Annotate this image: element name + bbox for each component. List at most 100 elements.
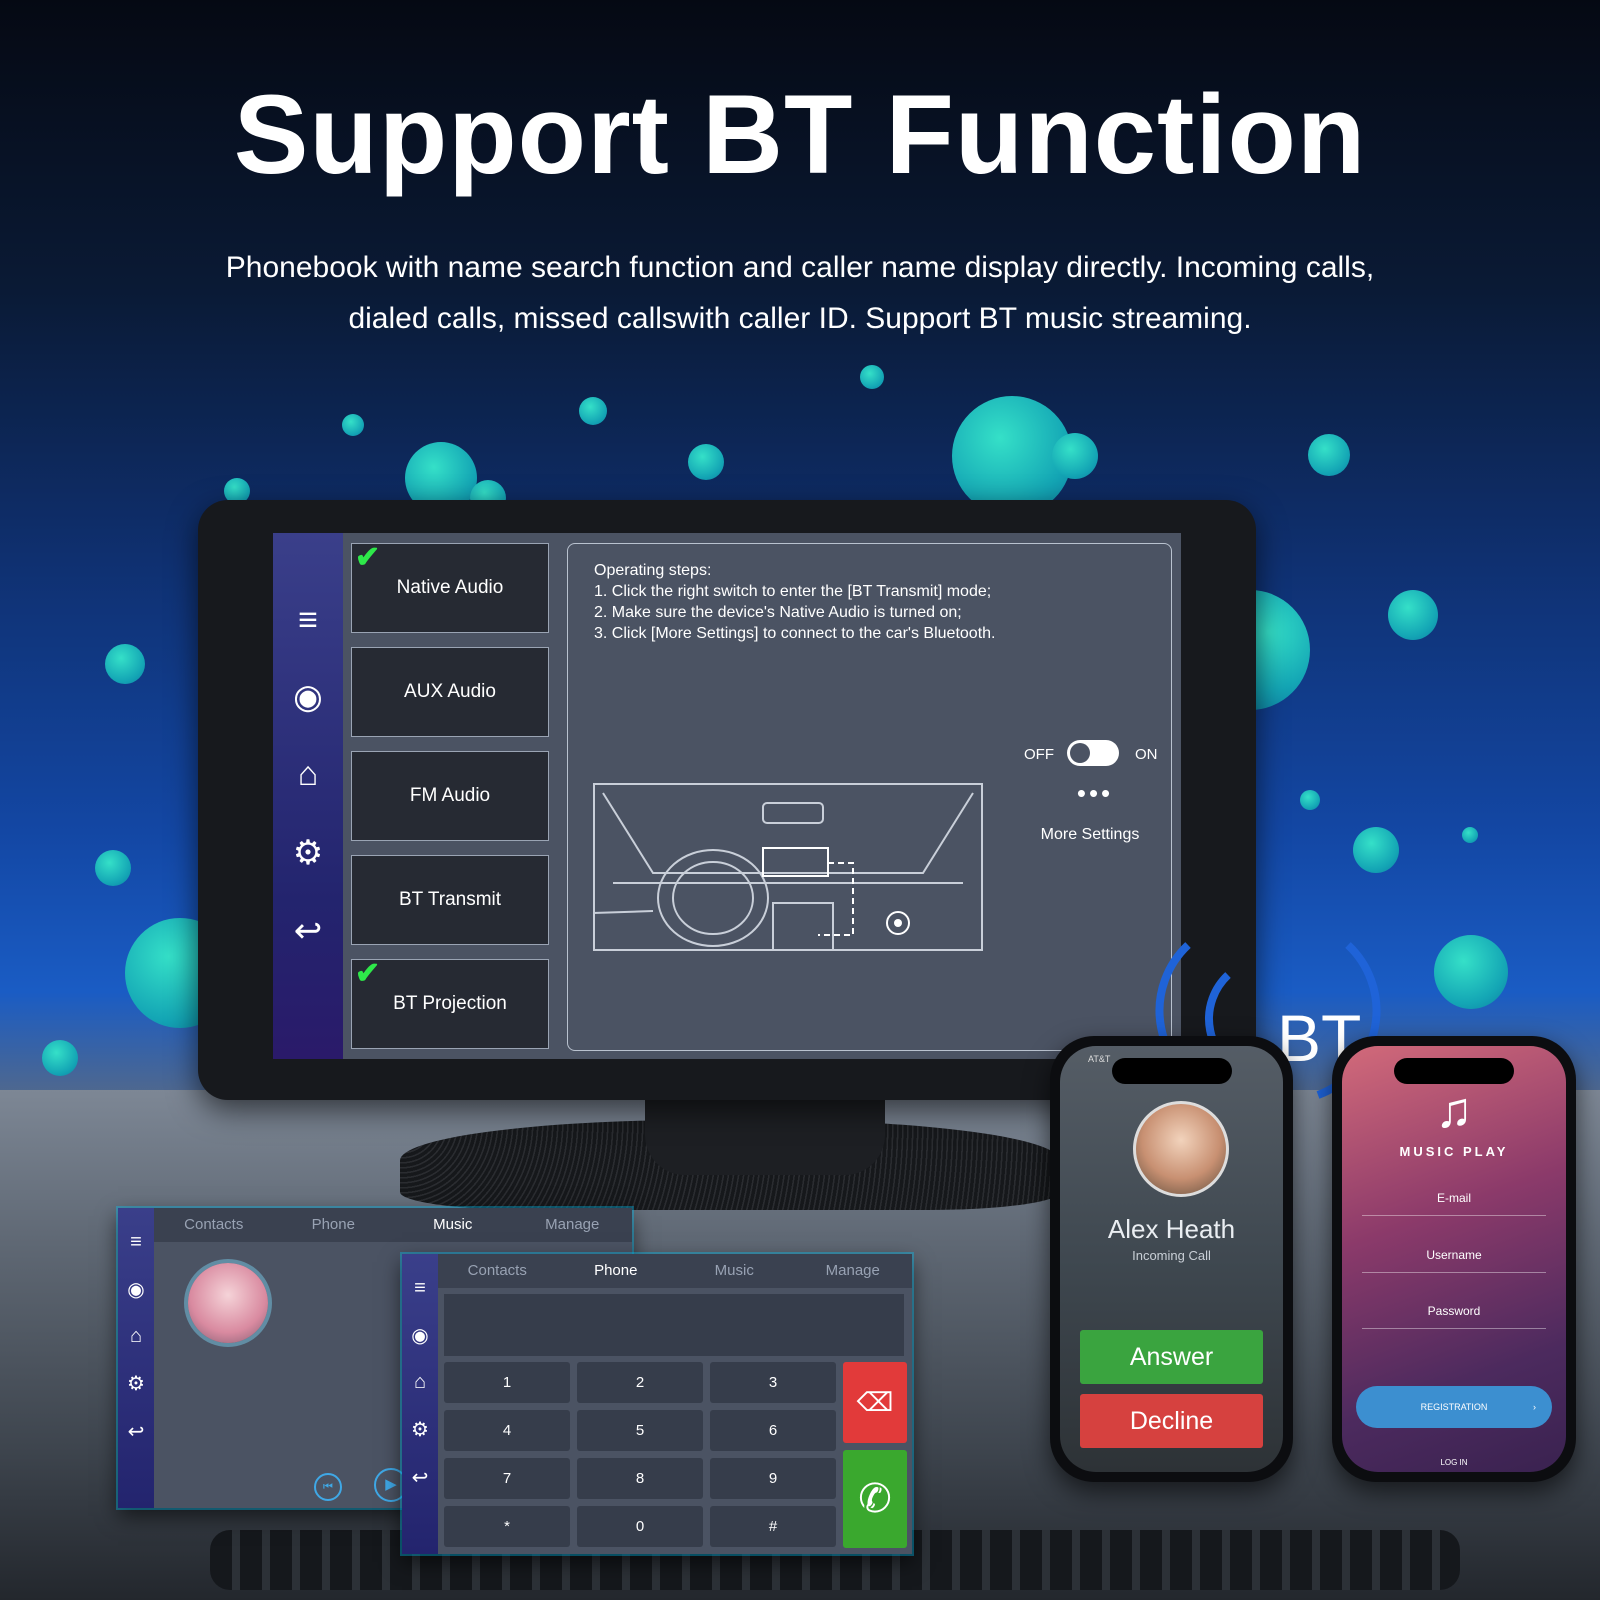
device-neck — [645, 1100, 885, 1175]
menu-icon[interactable]: ≡ — [298, 601, 318, 639]
call-phone: AT&T Alex Heath Incoming Call Answer Dec… — [1050, 1036, 1293, 1482]
car-interior-diagram — [593, 783, 983, 951]
dial-key[interactable]: 3 — [710, 1362, 836, 1403]
dial-key[interactable]: 8 — [577, 1458, 703, 1499]
answer-button[interactable]: Answer — [1080, 1330, 1263, 1384]
password-field[interactable]: Password — [1362, 1304, 1546, 1329]
audio-option-label: Native Audio — [396, 577, 504, 598]
call-button[interactable]: ✆ — [843, 1450, 907, 1548]
subtitle: Phonebook with name search function and … — [150, 242, 1450, 344]
home-icon[interactable]: ⌂ — [129, 1325, 143, 1347]
audio-option-bt-transmit[interactable]: BT Transmit — [351, 855, 549, 945]
camera-icon[interactable]: ◉ — [411, 1325, 429, 1347]
dial-key[interactable]: 7 — [444, 1458, 570, 1499]
gear-icon[interactable]: ⚙ — [411, 1419, 429, 1441]
dial-key[interactable]: 1 — [444, 1362, 570, 1403]
arrow-right-icon: › — [1533, 1402, 1536, 1412]
camera-icon[interactable]: ◉ — [293, 678, 323, 716]
info-panel — [567, 543, 1172, 1051]
music-panel-sidebar: ≡ ◉ ⌂ ⚙ ↩ — [118, 1208, 154, 1508]
username-field[interactable]: Username — [1362, 1248, 1546, 1273]
audio-option-aux[interactable]: AUX Audio — [351, 647, 549, 737]
tab-phone[interactable]: Phone — [594, 1262, 638, 1279]
dial-key[interactable]: * — [444, 1506, 570, 1547]
dial-key[interactable]: 6 — [710, 1410, 836, 1451]
music-panel-tabs: Contacts Phone Music Manage — [154, 1208, 632, 1242]
tab-music[interactable]: Music — [433, 1216, 473, 1233]
dial-key[interactable]: 9 — [710, 1458, 836, 1499]
audio-option-label: BT Transmit — [398, 889, 502, 910]
check-icon: ✔ — [355, 541, 381, 574]
bubble — [224, 478, 250, 504]
email-field[interactable]: E-mail — [1362, 1191, 1546, 1216]
menu-icon[interactable]: ≡ — [414, 1277, 426, 1299]
camera-icon[interactable]: ◉ — [127, 1279, 145, 1301]
call-state: Incoming Call — [1132, 1248, 1211, 1263]
more-settings-button[interactable]: More Settings — [1040, 826, 1140, 843]
bubble — [342, 414, 364, 436]
music-play-title: MUSIC PLAY — [1399, 1144, 1509, 1159]
step-2: 2. Make sure the device's Native Audio i… — [594, 604, 962, 621]
home-icon[interactable]: ⌂ — [413, 1371, 427, 1393]
dial-display[interactable] — [444, 1294, 904, 1356]
dial-key[interactable]: 5 — [577, 1410, 703, 1451]
steps-heading: Operating steps: — [594, 562, 712, 579]
tab-manage[interactable]: Manage — [545, 1216, 600, 1233]
home-icon[interactable]: ⌂ — [297, 755, 319, 793]
music-phone: ♫ MUSIC PLAY E-mail Username Password RE… — [1332, 1036, 1576, 1482]
decline-button[interactable]: Decline — [1080, 1394, 1263, 1448]
phone-panel: ≡ ◉ ⌂ ⚙ ↩ Contacts Phone Music Manage 1 … — [402, 1254, 912, 1554]
audio-option-bt-projection[interactable]: ✔ BT Projection — [351, 957, 549, 1049]
tab-contacts[interactable]: Contacts — [467, 1262, 527, 1279]
audio-option-fm[interactable]: FM Audio — [351, 751, 549, 841]
bubble — [1353, 827, 1399, 873]
dial-key[interactable]: 0 — [577, 1506, 703, 1547]
login-link[interactable]: LOG IN — [1440, 1458, 1468, 1467]
tab-manage[interactable]: Manage — [825, 1262, 880, 1279]
back-icon[interactable]: ↩ — [127, 1421, 145, 1443]
tab-music[interactable]: Music — [714, 1262, 754, 1279]
sidebar: ≡ ◉ ⌂ ⚙ ↩ — [273, 533, 343, 1059]
dial-key[interactable]: # — [710, 1506, 836, 1547]
bubble — [105, 644, 145, 684]
call-phone-screen: AT&T Alex Heath Incoming Call Answer Dec… — [1060, 1046, 1283, 1472]
backspace-icon: ⌫ — [856, 1387, 894, 1417]
subtitle-line-2: dialed calls, missed callswith caller ID… — [348, 302, 1252, 335]
tab-phone[interactable]: Phone — [311, 1216, 355, 1233]
phone-notch — [1111, 1058, 1232, 1084]
bubble — [1462, 827, 1478, 843]
tab-contacts[interactable]: Contacts — [184, 1216, 244, 1233]
back-icon[interactable]: ↩ — [293, 912, 323, 950]
audio-option-label: FM Audio — [409, 785, 491, 806]
toggle-off-label: OFF — [1024, 746, 1054, 763]
menu-icon[interactable]: ≡ — [130, 1231, 142, 1253]
prev-icon[interactable]: ⏮ — [314, 1473, 342, 1501]
more-settings-icon[interactable]: ••• — [1076, 778, 1114, 808]
bubble — [1052, 433, 1098, 479]
phone-icon: ✆ — [858, 1477, 892, 1521]
bubble — [95, 850, 131, 886]
bubble — [688, 444, 724, 480]
bubble — [1434, 935, 1508, 1009]
back-icon[interactable]: ↩ — [411, 1467, 429, 1489]
dial-key[interactable]: 2 — [577, 1362, 703, 1403]
phone-panel-tabs: Contacts Phone Music Manage — [438, 1254, 912, 1288]
audio-option-label: BT Projection — [393, 993, 507, 1014]
gear-icon[interactable]: ⚙ — [127, 1373, 145, 1395]
delete-button[interactable]: ⌫ — [843, 1362, 907, 1443]
album-art — [188, 1263, 268, 1343]
phone-panel-sidebar: ≡ ◉ ⌂ ⚙ ↩ — [402, 1254, 438, 1554]
audio-option-label: AUX Audio — [404, 681, 496, 702]
bubble — [1308, 434, 1350, 476]
registration-button[interactable]: REGISTRATION › — [1356, 1386, 1552, 1428]
music-phone-screen: ♫ MUSIC PLAY E-mail Username Password RE… — [1342, 1046, 1566, 1472]
bubble — [579, 397, 607, 425]
audio-option-native[interactable]: ✔ Native Audio — [351, 541, 549, 633]
gear-icon[interactable]: ⚙ — [292, 834, 324, 872]
bt-transmit-toggle[interactable] — [1067, 740, 1119, 766]
toggle-on-label: ON — [1135, 746, 1158, 763]
dial-key[interactable]: 4 — [444, 1410, 570, 1451]
bubble — [1300, 790, 1320, 810]
phone-notch — [1394, 1058, 1514, 1084]
